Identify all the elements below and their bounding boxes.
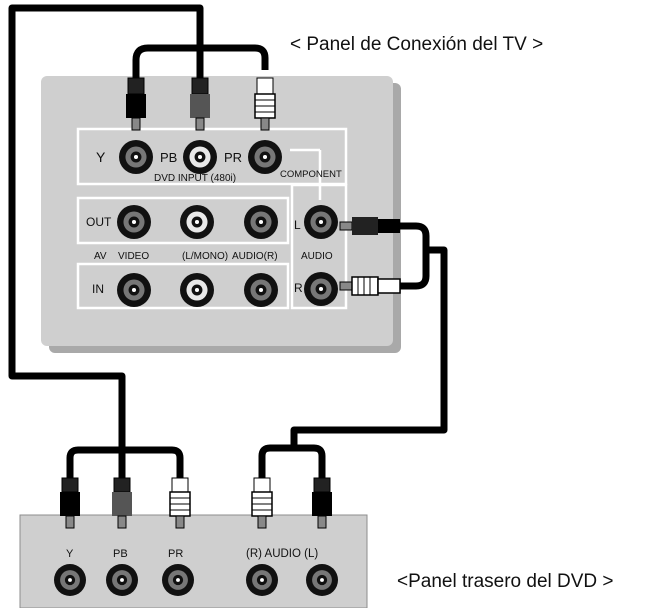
label-in: IN bbox=[92, 282, 104, 296]
jack-dvd-pr bbox=[162, 564, 194, 596]
tv-panel-caption: < Panel de Conexión del TV > bbox=[290, 34, 543, 55]
jack-tv-in-video bbox=[117, 273, 151, 307]
cable-dvd-component bbox=[66, 446, 184, 480]
plug-audio-l bbox=[339, 217, 400, 235]
jack-tv-pr bbox=[248, 140, 282, 174]
dvd-plugs bbox=[60, 477, 332, 529]
cable-pb-long bbox=[8, 4, 204, 480]
jack-tv-component-l bbox=[304, 205, 338, 239]
dvd-plug-audio-l bbox=[312, 477, 332, 529]
label-y: Y bbox=[96, 149, 106, 165]
jack-tv-in-r bbox=[244, 273, 278, 307]
cables bbox=[8, 4, 448, 480]
jack-dvd-y bbox=[54, 564, 86, 596]
jack-dvd-audio-r bbox=[246, 564, 278, 596]
cable-audio-long bbox=[290, 222, 448, 445]
plug-pr bbox=[254, 77, 276, 131]
dvd-jacks bbox=[54, 564, 338, 596]
label-pr: PR bbox=[224, 150, 242, 165]
dvd-plug-pb bbox=[112, 477, 132, 529]
plug-audio-r bbox=[339, 276, 401, 296]
jack-tv-pb bbox=[183, 140, 217, 174]
label-pb: PB bbox=[160, 150, 177, 165]
cable-dvd-audio bbox=[258, 444, 326, 480]
dvd-label-pb: PB bbox=[113, 548, 128, 560]
label-av: AV bbox=[94, 251, 107, 262]
label-component: COMPONENT bbox=[280, 169, 342, 180]
tv-jacks bbox=[117, 140, 338, 307]
jack-dvd-audio-l bbox=[306, 564, 338, 596]
jack-tv-in-l bbox=[180, 273, 214, 307]
plug-pb bbox=[190, 77, 210, 131]
jack-tv-out-l bbox=[180, 205, 214, 239]
label-l-mono: (L/MONO) bbox=[182, 251, 228, 262]
label-audio: AUDIO bbox=[301, 251, 333, 262]
tv-labels: Y PB PR DVD INPUT (480i) COMPONENT OUT A… bbox=[86, 149, 342, 296]
dvd-labels: Y PB PR (R) AUDIO (L) bbox=[66, 548, 318, 560]
jack-tv-component-r bbox=[304, 272, 338, 306]
label-out: OUT bbox=[86, 215, 112, 229]
dvd-plug-y bbox=[60, 477, 80, 529]
plug-y bbox=[126, 77, 146, 131]
dvd-plug-pr bbox=[169, 477, 191, 529]
tv-top-plugs bbox=[126, 77, 276, 131]
tv-side-plugs bbox=[339, 217, 401, 296]
jack-tv-out-r bbox=[244, 205, 278, 239]
jack-tv-y bbox=[119, 140, 153, 174]
dvd-label-y: Y bbox=[66, 548, 74, 560]
dvd-plug-audio-r bbox=[251, 477, 273, 529]
label-dvd-input: DVD INPUT (480i) bbox=[154, 173, 236, 184]
jack-dvd-pb bbox=[106, 564, 138, 596]
dvd-panel-caption: <Panel trasero del DVD > bbox=[397, 571, 614, 592]
label-r: R bbox=[294, 281, 303, 295]
dvd-label-audio: (R) AUDIO (L) bbox=[246, 548, 318, 560]
label-audio-r: AUDIO(R) bbox=[232, 251, 278, 262]
label-l: L bbox=[294, 218, 301, 232]
label-video: VIDEO bbox=[118, 251, 149, 262]
dvd-label-pr: PR bbox=[168, 548, 183, 560]
jack-tv-out-video bbox=[117, 205, 151, 239]
cable-audio-r bbox=[400, 250, 430, 290]
